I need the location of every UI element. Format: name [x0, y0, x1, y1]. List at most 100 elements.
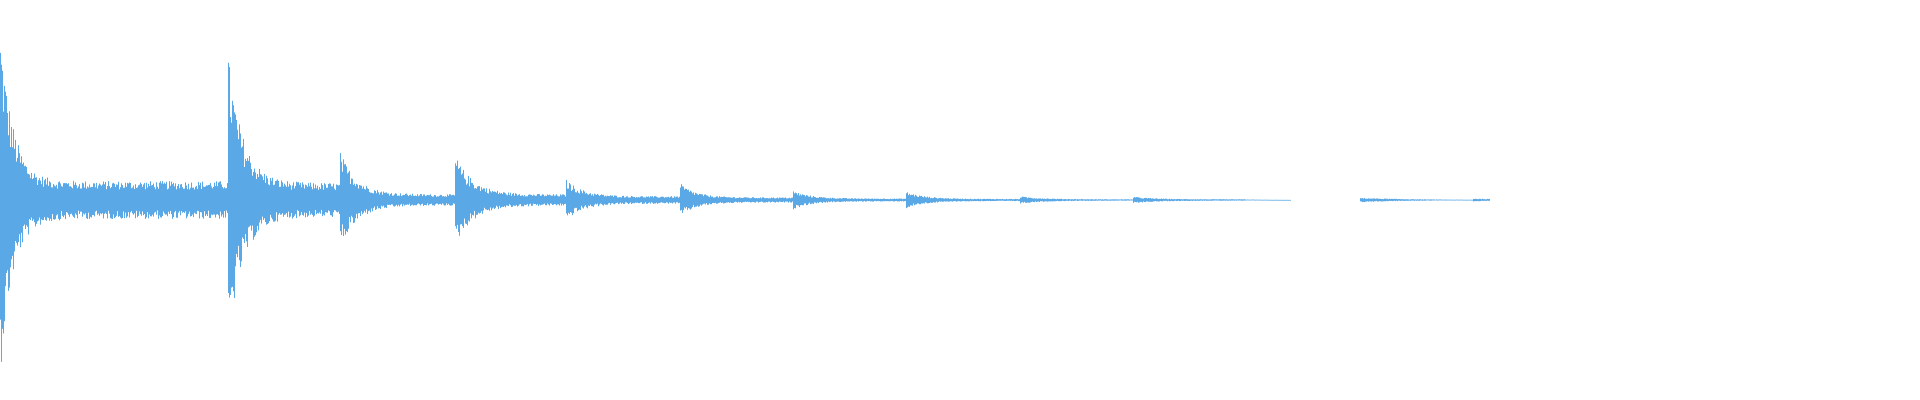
waveform-sample-bar [425, 196, 426, 206]
waveform-sample-bar [1140, 198, 1141, 202]
waveform-sample-bar [133, 185, 134, 215]
waveform-sample-bar [463, 169, 464, 228]
waveform-sample-bar [826, 198, 827, 202]
waveform-sample-bar [857, 198, 858, 201]
waveform-sample-bar [1219, 199, 1220, 201]
waveform-sample-bar [1107, 199, 1108, 201]
waveform-sample-bar [312, 189, 313, 215]
waveform-sample-bar [1286, 199, 1287, 201]
waveform-sample-bar [945, 198, 946, 202]
waveform-sample-bar [637, 197, 638, 203]
waveform-sample-bar [308, 183, 309, 216]
waveform-sample-bar [570, 184, 571, 213]
waveform-sample-bar [1463, 199, 1464, 201]
waveform-sample-bar [71, 187, 72, 214]
waveform-sample-bar [419, 195, 420, 205]
waveform-sample-bar [464, 178, 465, 219]
waveform-sample-bar [1435, 199, 1436, 201]
waveform-sample-bar [1108, 199, 1109, 201]
waveform-sample-bar [972, 199, 973, 201]
waveform-sample-bar [36, 177, 37, 224]
waveform-sample-bar [223, 188, 224, 218]
waveform-sample-bar [837, 198, 838, 202]
waveform-sample-bar [1025, 196, 1026, 203]
waveform-sample-bar [336, 184, 337, 212]
waveform-sample-bar [912, 195, 913, 206]
waveform-sample-bar [696, 193, 697, 207]
waveform-sample-bar [964, 199, 965, 202]
waveform-sample-bar [248, 160, 249, 228]
waveform-sample-bar [1104, 199, 1105, 201]
waveform-sample-bar [292, 185, 293, 219]
waveform-sample-bar [833, 198, 834, 202]
waveform-sample-bar [332, 186, 333, 217]
waveform-sample-bar [722, 197, 723, 203]
waveform-sample-bar [1218, 199, 1219, 201]
waveform-sample-bar [736, 198, 737, 203]
waveform-sample-bar [1465, 199, 1466, 201]
waveform-sample-bar [485, 191, 486, 210]
waveform-sample-bar [700, 194, 701, 205]
waveform-sample-bar [193, 187, 194, 218]
waveform-sample-bar [1466, 199, 1467, 201]
waveform-sample-bar [212, 188, 213, 216]
waveform-sample-bar [860, 198, 861, 202]
waveform-sample-bar [697, 194, 698, 206]
waveform-sample-bar [335, 189, 336, 211]
waveform-sample-bar [287, 181, 288, 217]
waveform-sample-bar [147, 187, 148, 213]
waveform-sample-bar [281, 180, 282, 215]
waveform-sample-bar [313, 183, 314, 217]
waveform-sample-bar [202, 181, 203, 218]
waveform-sample-bar [759, 198, 760, 203]
waveform-sample-bar [1017, 198, 1018, 201]
waveform-sample-bar [1102, 199, 1103, 201]
waveform-sample-bar [247, 158, 248, 247]
waveform-sample-bar [1013, 199, 1014, 201]
waveform-sample-bar [1224, 199, 1225, 201]
waveform-sample-bar [1475, 198, 1476, 202]
waveform-sample-bar [1234, 199, 1235, 201]
waveform-sample-bar [1454, 199, 1455, 201]
waveform-sample-bar [431, 195, 432, 204]
waveform-sample-bar [587, 194, 588, 209]
waveform-sample-bar [621, 197, 622, 204]
waveform-sample-bar [718, 197, 719, 204]
waveform-sample-bar [63, 183, 64, 218]
waveform-sample-bar [306, 185, 307, 213]
waveform-sample-bar [739, 197, 740, 203]
waveform-sample-bar [156, 182, 157, 215]
waveform-sample-bar [738, 197, 739, 202]
waveform-sample-bar [1196, 199, 1197, 201]
waveform-sample-bar [1369, 198, 1370, 202]
waveform-sample-bar [795, 192, 796, 209]
waveform-sample-bar [121, 183, 122, 219]
waveform-sample-bar [470, 177, 471, 214]
waveform-sample-bar [808, 196, 809, 204]
waveform-sample-bar [368, 189, 369, 212]
waveform-sample-bar [424, 194, 425, 206]
waveform-sample-bar [461, 174, 462, 225]
waveform-sample-bar [1155, 198, 1156, 201]
waveform-sample-bar [1488, 199, 1489, 201]
waveform-sample-bar [1120, 199, 1121, 201]
waveform-sample-bar [130, 183, 131, 213]
waveform-sample-bar [824, 197, 825, 203]
waveform-sample-bar [1146, 198, 1147, 202]
waveform-sample-bar [17, 157, 18, 246]
waveform-sample-bar [1171, 198, 1172, 201]
waveform-sample-bar [706, 195, 707, 204]
waveform-sample-bar [5, 91, 6, 287]
waveform-sample-bar [1268, 199, 1269, 201]
waveform-sample-bar [1073, 199, 1074, 202]
waveform-sample-bar [179, 188, 180, 212]
waveform-sample-bar [686, 188, 687, 207]
waveform-sample-bar [1186, 199, 1187, 201]
waveform-sample-bar [262, 176, 263, 217]
waveform-sample-bar [876, 198, 877, 202]
waveform-sample-bar [900, 198, 901, 202]
waveform-sample-bar [1434, 199, 1435, 201]
waveform-sample-bar [40, 180, 41, 225]
waveform-sample-bar [62, 186, 63, 216]
waveform-sample-bar [571, 190, 572, 213]
